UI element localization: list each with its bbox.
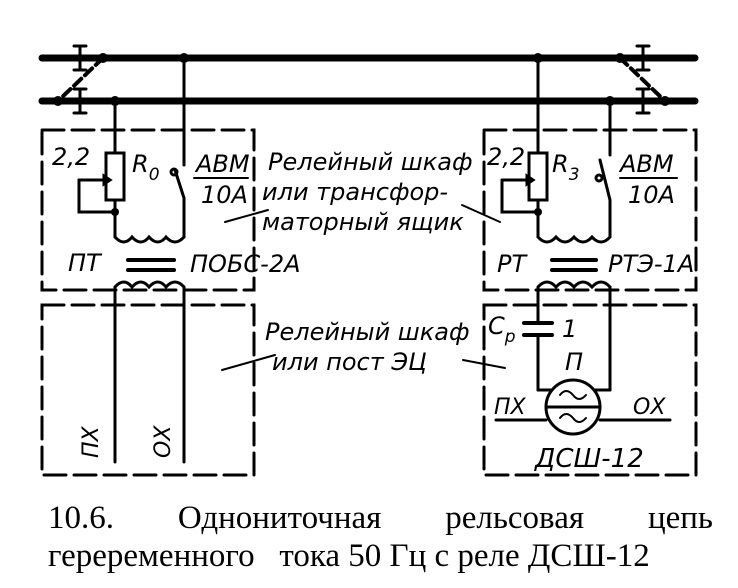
leader-lines [221, 204, 506, 371]
caption-line-1: 10.6. Однониточная рельсовая цепь [48, 500, 713, 537]
upper-annotation-line2: или трансфор- [262, 178, 448, 206]
caption-word: 10.6. [48, 500, 114, 536]
left-circuit [77, 56, 249, 464]
caption-line-2: гереременного тока 50 Гц с реле ДСШ-12 [48, 538, 650, 574]
upper-annotation-line3: маторный ящик [262, 208, 464, 236]
right-lower-cabinet [482, 303, 698, 477]
capacitor-label: Cр [488, 312, 516, 347]
rail-circuit-diagram: 2,2 R0 АВМ 10А ПТ ПОБС-2А ПХ ОХ 2,2 R3 А… [38, 44, 699, 477]
right-breaker-bottom: 10А [628, 181, 675, 209]
left-resistor [104, 151, 126, 202]
right-resistor [527, 151, 549, 202]
left-upper-cabinet [40, 128, 256, 292]
left-lower-cabinet [40, 303, 256, 477]
right-wire-ox: ОХ [633, 395, 666, 420]
junction-dots [53, 53, 670, 216]
lower-annotation-line2: или пост ЭЦ [272, 348, 427, 376]
caption-word: цепь [647, 500, 713, 536]
right-resistor-value: 2,2 [487, 143, 525, 171]
relay-type: ДСШ-12 [534, 444, 644, 474]
lower-annotation-line1: Релейный шкаф [265, 318, 470, 346]
right-resistor-label: R3 [552, 150, 580, 185]
left-resistor-value: 2,2 [52, 143, 90, 171]
relay-winding-label: П [565, 348, 583, 376]
left-wire-ox: ОХ [151, 425, 176, 458]
left-resistor-label: R0 [132, 150, 160, 185]
left-wire-px: ПХ [79, 425, 104, 458]
left-transformer-type: ПОБС-2А [190, 250, 301, 278]
right-wire-px: ПХ [494, 395, 527, 420]
right-insulating-joints [618, 44, 667, 115]
right-breaker-top: АВМ [618, 150, 674, 178]
caption-word: рельсовая [445, 500, 585, 536]
left-breaker-bottom: 10А [201, 181, 248, 209]
left-insulating-joints [56, 44, 105, 115]
right-transformer-type: РТЭ-1А [608, 250, 694, 278]
right-transformer-label: РТ [497, 250, 528, 278]
right-upper-cabinet [482, 128, 698, 292]
capacitor-value: 1 [562, 315, 577, 343]
upper-annotation-line1: Релейный шкаф [268, 148, 473, 176]
left-transformer-label: ПТ [68, 249, 103, 277]
right-circuit [494, 56, 678, 436]
left-breaker-top: АВМ [194, 150, 250, 178]
caption-word: Однониточная [177, 500, 382, 536]
